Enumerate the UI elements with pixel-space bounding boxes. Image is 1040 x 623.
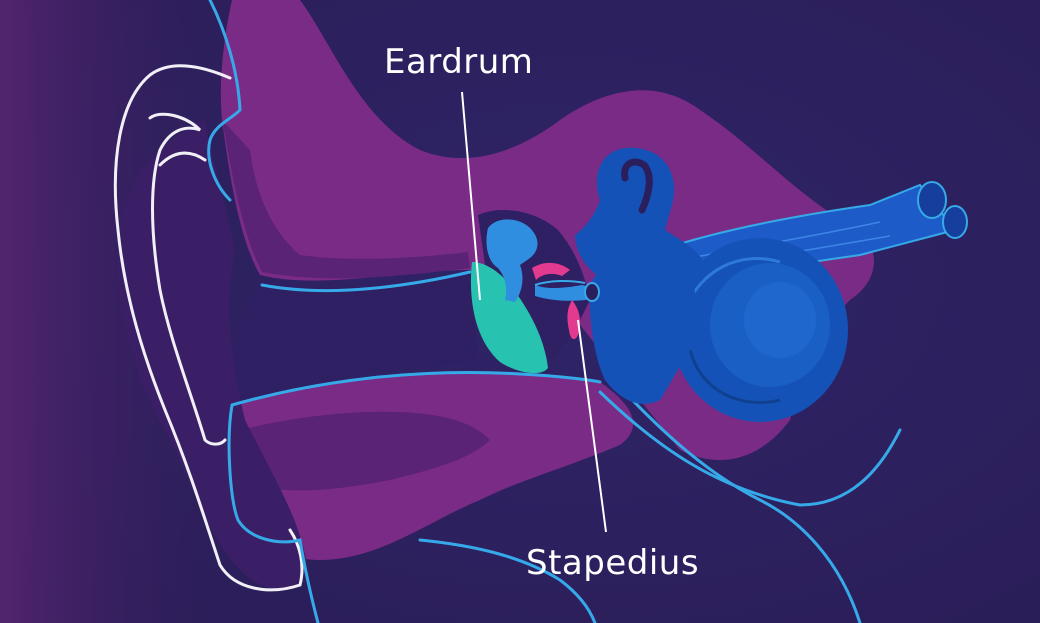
stapedius-label: Stapedius	[526, 543, 699, 583]
oval-window	[585, 283, 599, 301]
cochlea	[672, 238, 848, 422]
eardrum-label: Eardrum	[384, 42, 533, 82]
